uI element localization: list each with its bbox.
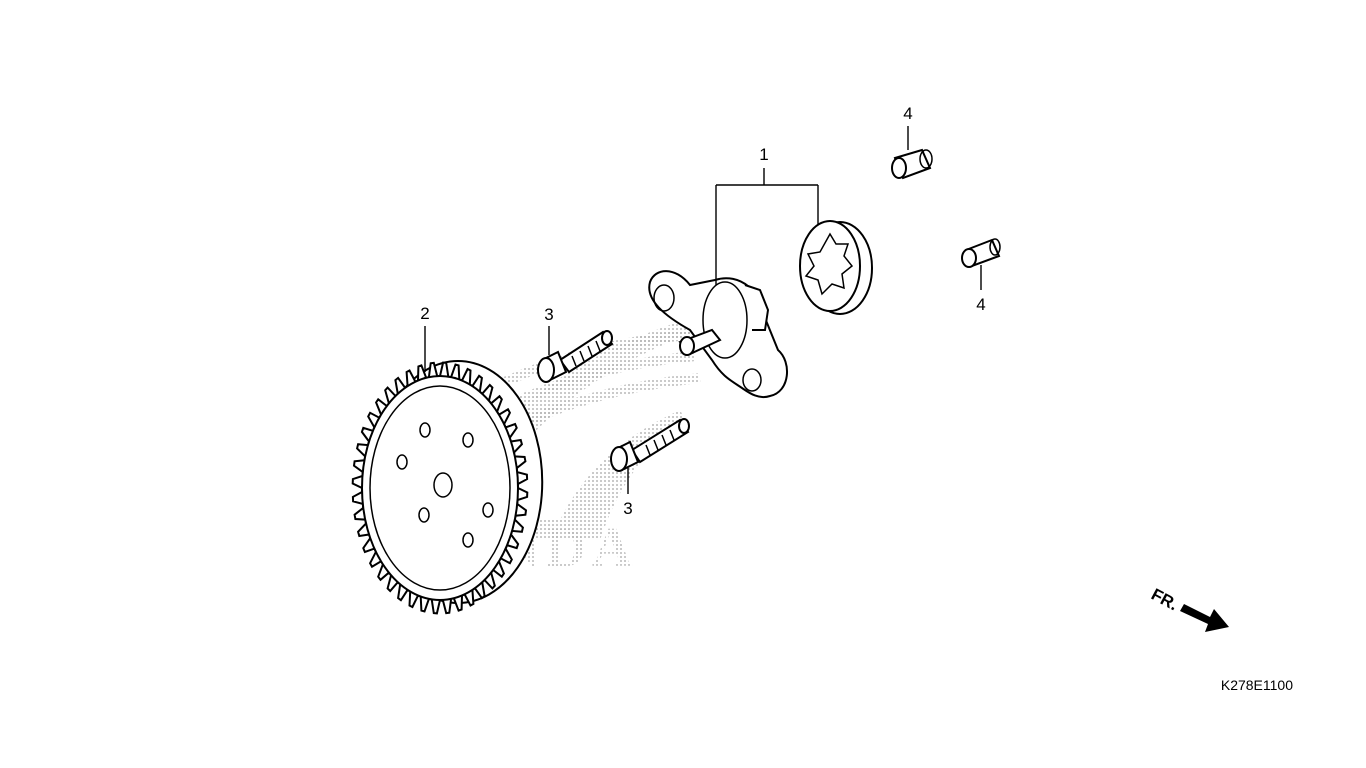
bolt-thread [645,429,675,456]
driven-gear [351,360,544,615]
dowel-end [891,157,907,179]
gear-hole [396,454,408,470]
pump-outer-rotor [799,220,873,315]
front-direction-indicator: FR. [1148,585,1229,632]
arrow-right-icon [1180,604,1229,632]
leader-part1 [715,168,819,285]
bolt-tip [601,330,613,346]
dowel-end [961,248,977,268]
rotor-lobes [804,232,854,296]
dowel-far-end [989,238,1001,256]
pump-mount-hole [653,284,675,312]
bolt-head-face [537,357,555,383]
bolt-shank [558,330,614,374]
pump-rotor-face [702,281,748,359]
pump-shaft-end [679,336,695,356]
dowel-far-end [919,149,933,169]
gear-hole [462,532,474,548]
gear-face [361,375,519,601]
flange-bolt-lower [610,418,690,472]
dowel-pin-lower [961,238,1001,268]
bolt-tip [678,418,690,434]
dowel-pin-upper [891,148,933,180]
callout-2: 2 [420,304,429,323]
flange-bolt-upper [537,330,614,383]
callout-4: 4 [976,295,985,314]
bolt-thread [571,340,601,367]
gear-center-hole [433,472,453,498]
callout-3: 3 [623,499,632,518]
gear-face-rim [369,385,511,591]
callout-4: 4 [903,104,912,123]
gear-hole [482,502,494,518]
pump-mount-hole [742,368,762,392]
callout-1: 1 [759,145,768,164]
gear-hole [418,507,430,523]
oil-pump-body [648,270,789,398]
callout-3: 3 [544,305,553,324]
gear-hole [462,432,474,448]
front-label: FR. [1148,585,1181,615]
figure-code: K278E1100 [1221,677,1293,693]
bolt-head-face [610,446,628,472]
pump-drive-boss [744,284,770,331]
gear-hole [419,422,431,438]
